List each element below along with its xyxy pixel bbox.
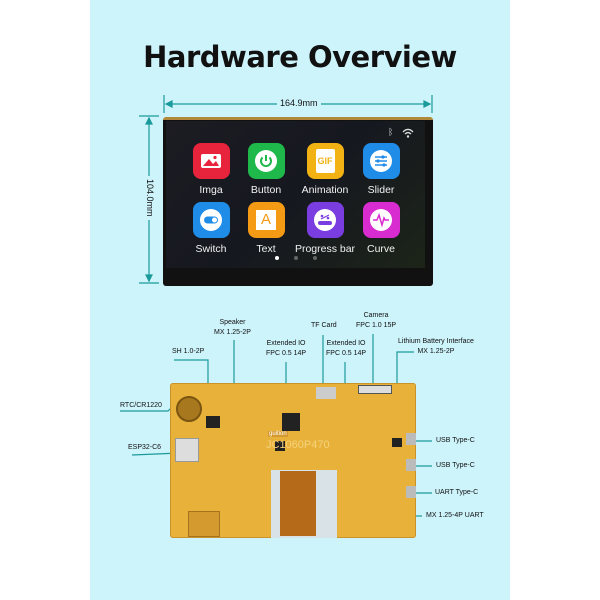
touch-controller	[188, 511, 220, 537]
app-label: Progress bar	[294, 243, 356, 255]
text-icon: A	[247, 202, 285, 238]
callout-speaker: Speaker MX 1.25-2P	[214, 318, 251, 338]
esp32-module	[175, 438, 199, 462]
app-switch[interactable]: Switch	[181, 202, 241, 255]
app-label: Text	[256, 243, 276, 255]
waveform-icon	[362, 202, 400, 238]
callout-spec: MX 1.25-2P	[214, 329, 251, 336]
app-label: Curve	[366, 243, 395, 255]
app-label: Animation	[301, 184, 349, 196]
board-brand: guition	[268, 431, 288, 437]
usb-c-port	[406, 433, 416, 445]
wifi-icon	[402, 128, 414, 138]
page-dot[interactable]	[313, 256, 317, 260]
app-imga[interactable]: Imga	[181, 143, 241, 196]
app-label: Button	[250, 184, 282, 196]
app-label: Imga	[199, 184, 223, 196]
callout-extended-io-1: Extended IO FPC 0.5 14P	[266, 339, 306, 359]
callout-tf-card: TF Card	[311, 322, 337, 329]
callout-title: Speaker	[219, 319, 246, 326]
callout-uart: UART Type-C	[435, 489, 479, 496]
slider-icon	[362, 143, 400, 179]
chip	[275, 441, 285, 451]
callout-esp32: ESP32-C6	[128, 444, 162, 451]
page-dot[interactable]	[294, 256, 298, 260]
height-dimension-label: 104.0mm	[145, 176, 155, 220]
display-ribbon-cable	[280, 471, 316, 536]
chip	[392, 438, 402, 447]
progress-icon	[306, 202, 344, 238]
callout-spec: FPC 1.0 15P	[356, 322, 397, 329]
callout-usb-1: USB Type-C	[436, 437, 475, 444]
gif-icon: GIF	[306, 143, 344, 179]
callout-title: Camera	[363, 312, 389, 319]
callout-extended-io-2: Extended IO FPC 0.5 14P	[326, 339, 366, 359]
board-model: JC1060P470	[266, 439, 330, 451]
power-icon	[247, 143, 285, 179]
pcb-board: guition JC1060P470	[170, 383, 416, 538]
app-progress-bar[interactable]: Progress bar	[295, 202, 355, 255]
callout-battery: Lithium Battery Interface MX 1.25-2P	[398, 337, 474, 357]
app-curve[interactable]: Curve	[351, 202, 411, 255]
bluetooth-icon: ᛒ	[388, 127, 394, 137]
chip	[206, 416, 220, 428]
main-chip	[282, 413, 300, 431]
callout-title: Lithium Battery Interface	[398, 338, 474, 345]
usb-c-port	[406, 459, 416, 471]
callout-title: Extended IO	[266, 340, 306, 347]
callout-spec: FPC 0.5 14P	[326, 350, 367, 357]
tf-card-slot	[316, 387, 336, 399]
app-button[interactable]: Button	[236, 143, 296, 196]
app-animation[interactable]: GIF Animation	[295, 143, 355, 196]
callout-spec: MX 1.25-2P	[417, 348, 455, 355]
callout-mx-uart: MX 1.25-4P UART	[426, 512, 484, 519]
toggle-icon	[192, 202, 230, 238]
app-slider[interactable]: Slider	[351, 143, 411, 196]
callout-usb-2: USB Type-C	[436, 462, 475, 469]
page-dot-active[interactable]	[275, 256, 279, 260]
callout-spec: FPC 0.5 14P	[266, 350, 307, 357]
page-title: Hardware Overview	[143, 40, 457, 74]
uart-c-port	[406, 486, 416, 498]
callout-sh: SH 1.0-2P	[172, 348, 205, 355]
callout-title: Extended IO	[326, 340, 366, 347]
image-icon	[192, 143, 230, 179]
rtc-battery-holder	[176, 396, 202, 422]
app-label: Slider	[367, 184, 395, 196]
camera-connector	[358, 385, 392, 394]
width-dimension-label: 164.9mm	[277, 98, 321, 108]
app-text[interactable]: A Text	[236, 202, 296, 255]
app-label: Switch	[195, 243, 227, 255]
callout-rtc: RTC/CR1220	[120, 402, 162, 409]
